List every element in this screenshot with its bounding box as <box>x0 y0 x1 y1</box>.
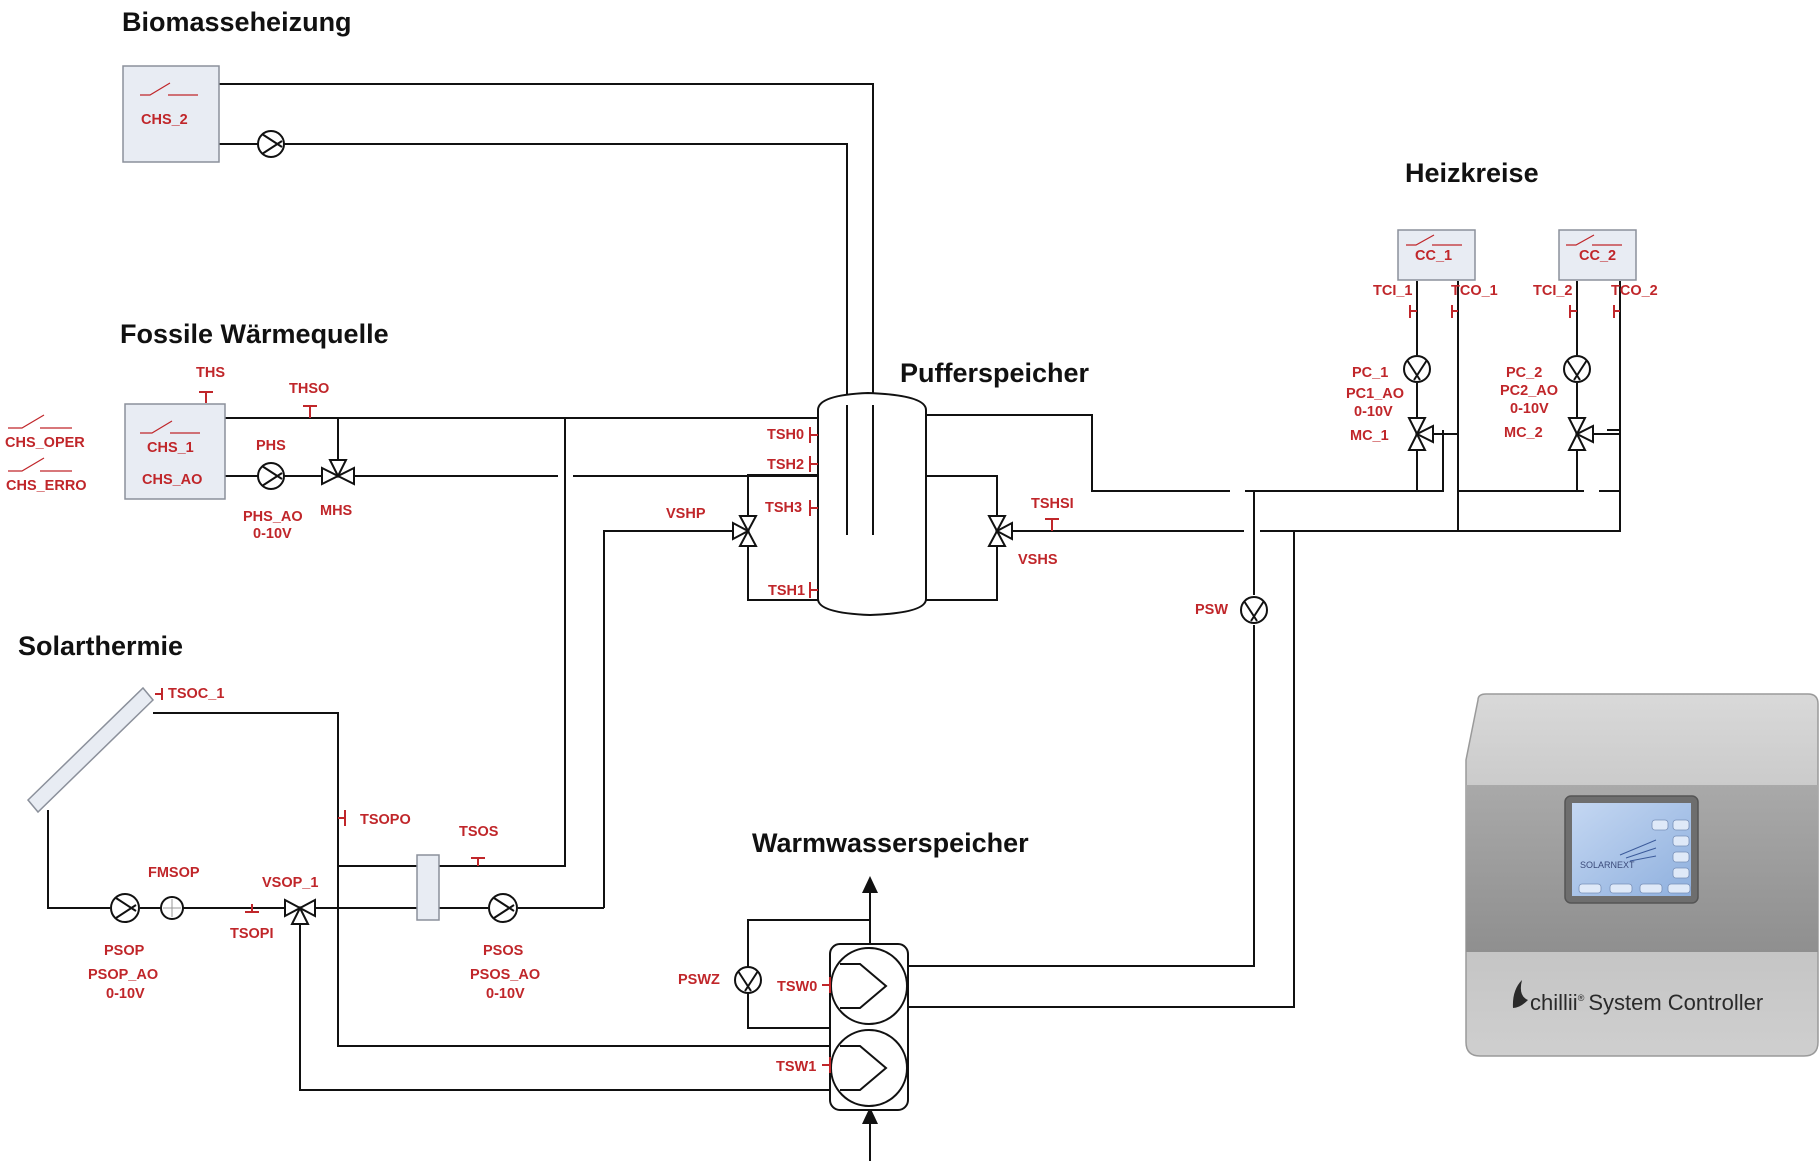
label-pc2-range: 0-10V <box>1510 401 1549 417</box>
label-tsopi: TSOPI <box>230 926 274 942</box>
valve-vshp <box>732 515 758 547</box>
label-ths: THS <box>196 365 225 381</box>
controller-device: SOLARNEXT chillii®System Controller <box>1465 693 1819 1057</box>
controller-screen <box>1572 803 1691 896</box>
label-pc1-range: 0-10V <box>1354 404 1393 420</box>
label-pswz: PSWZ <box>678 972 720 988</box>
controller-brand-line: chillii®System Controller <box>1530 990 1763 1015</box>
label-psos: PSOS <box>483 943 524 959</box>
flow-meter-fmsop <box>160 896 184 920</box>
label-chs1: CHS_1 <box>147 440 194 456</box>
label-chs2: CHS_2 <box>141 112 188 128</box>
label-mhs: MHS <box>320 503 353 519</box>
chili-logo-icon <box>1512 980 1528 1008</box>
label-phs: PHS <box>256 438 286 454</box>
boiler-chs2: CHS_2 <box>122 65 220 163</box>
label-tsw1: TSW1 <box>776 1059 816 1075</box>
valve-mhs <box>321 459 355 486</box>
label-psos-ao: PSOS_AO <box>470 967 540 983</box>
label-psos-range: 0-10V <box>486 986 525 1002</box>
component-labels: THS THSO PHS PHS_AO 0-10V MHS TSH0 TSH2 … <box>88 283 1658 1075</box>
label-cc2: CC_2 <box>1579 248 1616 264</box>
controller-registered: ® <box>1578 993 1585 1003</box>
label-tci1: TCI_1 <box>1373 283 1413 299</box>
heating-circuit-cc2: CC_2 <box>1558 229 1637 281</box>
pump-pc2 <box>1563 355 1591 383</box>
solar-heat-exchanger <box>416 854 440 921</box>
pump-psop <box>110 893 140 923</box>
controller-product: System Controller <box>1588 990 1763 1015</box>
label-tco1: TCO_1 <box>1451 283 1498 299</box>
heating-circuit-cc1: CC_1 <box>1397 229 1476 281</box>
buffer-tank <box>817 391 927 617</box>
label-pc2-ao: PC2_AO <box>1500 383 1558 399</box>
label-vsop1: VSOP_1 <box>262 875 318 891</box>
label-psop-ao: PSOP_AO <box>88 967 158 983</box>
label-tsos: TSOS <box>459 824 499 840</box>
label-mc2: MC_2 <box>1504 425 1543 441</box>
label-psop-range: 0-10V <box>106 986 145 1002</box>
label-chs-erro: CHS_ERRO <box>6 478 87 494</box>
label-chs-oper: CHS_OPER <box>5 435 85 451</box>
label-vshs: VSHS <box>1018 552 1058 568</box>
status-switches: CHS_OPER CHS_ERRO <box>5 414 87 494</box>
label-pc2: PC_2 <box>1506 365 1542 381</box>
pipe-network <box>47 83 1621 1161</box>
label-mc1: MC_1 <box>1350 428 1389 444</box>
label-tsh2: TSH2 <box>767 457 804 473</box>
controller-brand: chillii <box>1530 990 1578 1015</box>
pump-phs <box>257 462 285 490</box>
label-thso: THSO <box>289 381 329 397</box>
label-phs-ao: PHS_AO <box>243 509 303 525</box>
pump-pc1 <box>1403 355 1431 383</box>
label-pc1: PC_1 <box>1352 365 1388 381</box>
label-tsh0: TSH0 <box>767 427 804 443</box>
pump-pswz <box>734 966 762 994</box>
boiler-chs1: CHS_1 CHS_AO <box>124 403 226 500</box>
heading-dhw: Warmwasserspeicher <box>752 828 1029 858</box>
valves <box>284 417 1594 925</box>
label-psop: PSOP <box>104 943 145 959</box>
label-tsh3: TSH3 <box>765 500 802 516</box>
controller-screen-logo: SOLARNEXT <box>1580 860 1635 870</box>
heading-heating-circuits: Heizkreise <box>1405 158 1539 188</box>
valve-mc2 <box>1567 417 1594 451</box>
heading-biomass: Biomasseheizung <box>122 7 352 37</box>
label-phs-range: 0-10V <box>253 526 292 542</box>
label-tsoc1: TSOC_1 <box>168 686 224 702</box>
pump-psos <box>488 893 518 923</box>
valve-mc1 <box>1407 417 1434 451</box>
label-tshsi: TSHSI <box>1031 496 1074 512</box>
heading-buffer: Pufferspeicher <box>900 358 1090 388</box>
valve-vsop1 <box>284 898 316 925</box>
label-tsopo: TSOPO <box>360 812 411 828</box>
valve-vshs <box>987 515 1013 547</box>
solar-collector <box>26 686 155 814</box>
label-tsh1: TSH1 <box>768 583 805 599</box>
sensors <box>155 305 1620 1073</box>
dhw-tank <box>829 943 909 1111</box>
pump-psw <box>1240 596 1268 624</box>
heading-fossil: Fossile Wärmequelle <box>120 319 389 349</box>
label-tsw0: TSW0 <box>777 979 817 995</box>
label-tco2: TCO_2 <box>1611 283 1658 299</box>
heading-solar: Solarthermie <box>18 631 183 661</box>
pump-chs2 <box>257 130 285 158</box>
label-fmsop: FMSOP <box>148 865 200 881</box>
label-psw: PSW <box>1195 602 1228 618</box>
label-cc1: CC_1 <box>1415 248 1452 264</box>
label-pc1-ao: PC1_AO <box>1346 386 1404 402</box>
pumps <box>110 130 1591 994</box>
label-vshp: VSHP <box>666 506 706 522</box>
label-chs-ao: CHS_AO <box>142 472 202 488</box>
label-tci2: TCI_2 <box>1533 283 1573 299</box>
